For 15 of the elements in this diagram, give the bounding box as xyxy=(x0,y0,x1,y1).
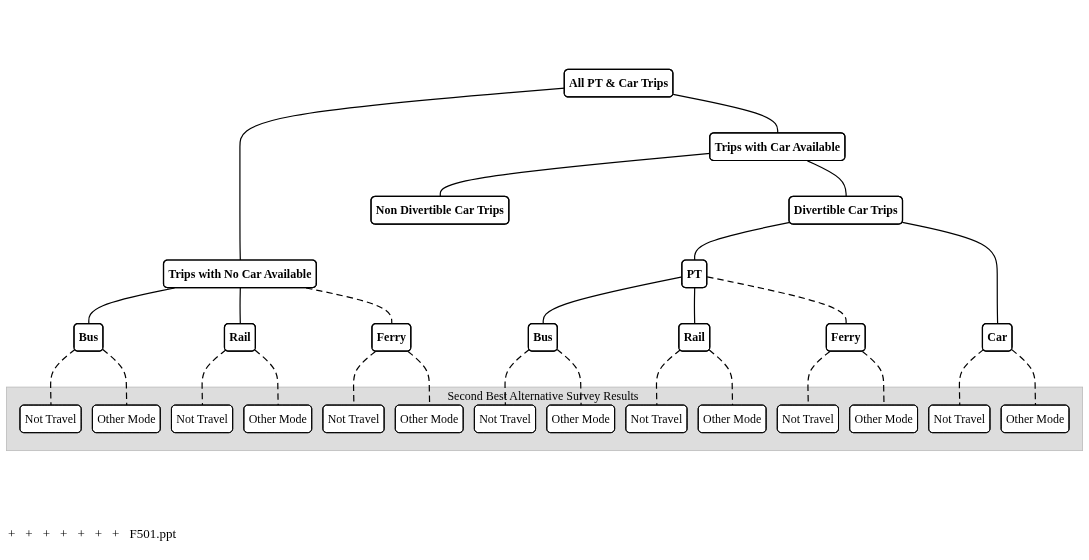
connector xyxy=(901,221,999,325)
connector xyxy=(672,93,779,134)
plus-sign: + xyxy=(8,526,16,542)
connector xyxy=(706,276,847,325)
plus-sign: + xyxy=(42,526,51,542)
plus-sign: + xyxy=(60,526,68,542)
connector xyxy=(239,287,241,325)
connector xyxy=(806,160,847,198)
plus-sign: + xyxy=(112,526,120,542)
connector xyxy=(694,221,791,261)
plus-sign: + xyxy=(77,526,85,542)
connector xyxy=(693,287,696,325)
plus-sign: + xyxy=(94,526,103,542)
plus-sign: + xyxy=(25,526,33,542)
file-name-note: F501.ppt xyxy=(129,526,176,542)
